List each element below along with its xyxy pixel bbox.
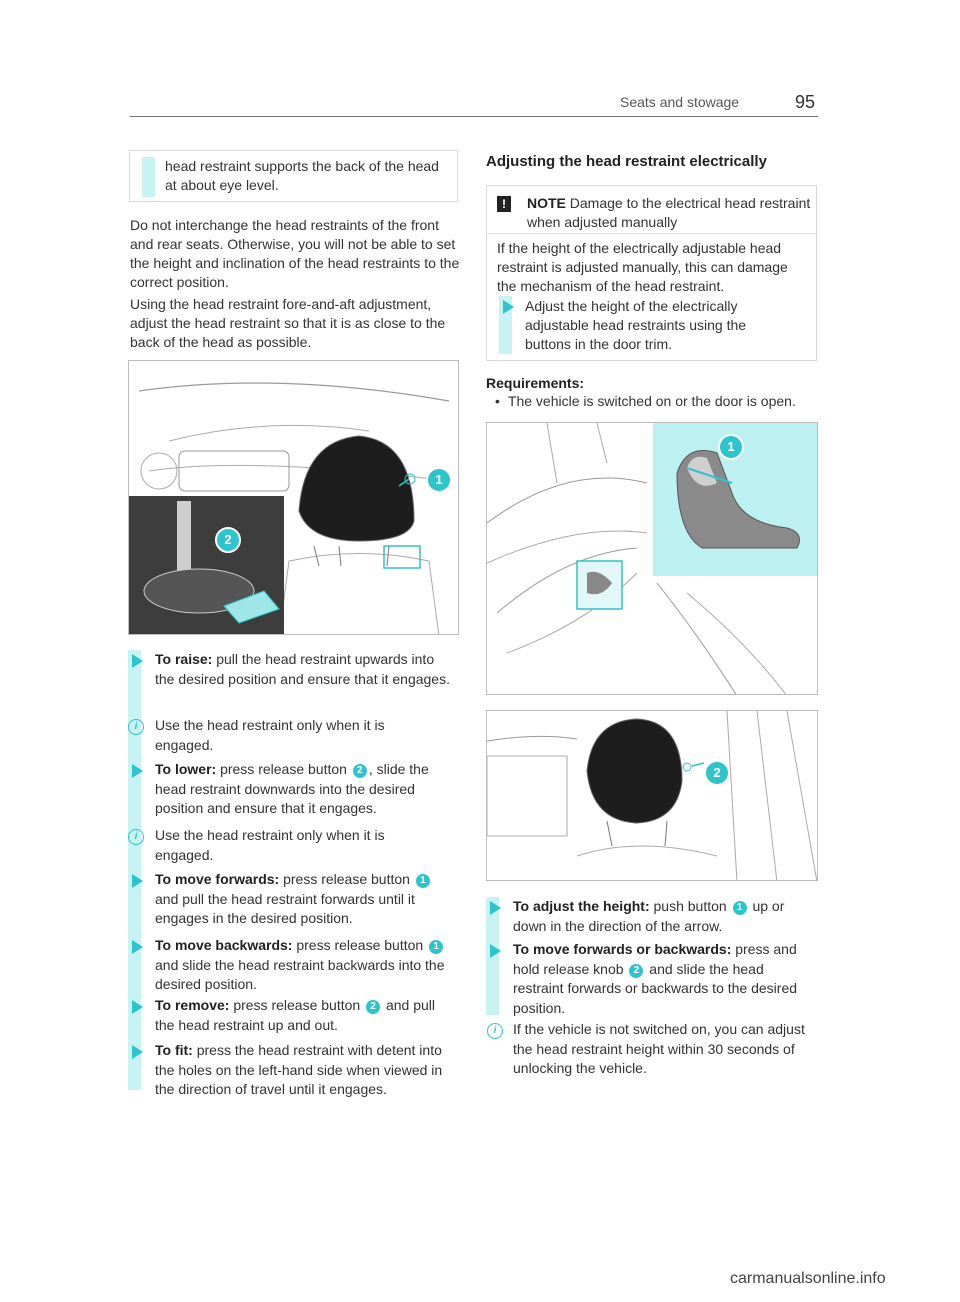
- button-2-badge: 2: [366, 1000, 381, 1014]
- warning-icon: !: [497, 196, 511, 212]
- source-watermark-link[interactable]: carmanualsonline.info: [730, 1270, 886, 1287]
- button-1-badge: 1: [415, 874, 430, 888]
- step-arrow-icon: [132, 874, 143, 888]
- step-arrow-icon: [132, 940, 143, 954]
- requirement-item: •The vehicle is switched on or the door …: [495, 393, 796, 409]
- notice-divider: [487, 233, 816, 234]
- knob-2-badge: 2: [629, 963, 644, 978]
- notice-heading: NOTE Damage to the electrical head restr…: [527, 195, 811, 230]
- notice-body: If the height of the electrically adjust…: [497, 240, 788, 294]
- step-arrow-icon: [503, 300, 514, 314]
- step-arrow-icon: [132, 654, 143, 668]
- callout-1: 1: [718, 434, 744, 460]
- step-adjust-height: To adjust the height: push button 1 up o…: [513, 898, 785, 934]
- info-icon: i: [128, 829, 144, 845]
- step-raise: To raise: pull the head restraint upward…: [155, 651, 450, 687]
- step-arrow-icon: [490, 901, 501, 915]
- button-1-badge: 1: [732, 901, 747, 915]
- info-icon: i: [487, 1023, 503, 1039]
- section-title: Adjusting the head restraint electricall…: [486, 153, 767, 170]
- step-move-backwards: To move backwards: press release button …: [155, 937, 445, 992]
- step-move-forwards-backwards: To move forwards or backwards: press and…: [513, 941, 798, 1016]
- info-engaged-1: Use the head restraint only when it is e…: [155, 717, 385, 753]
- callout-2: 2: [215, 527, 241, 553]
- info-30-seconds: If the vehicle is not switched on, you c…: [513, 1021, 805, 1076]
- button-2-badge: 2: [352, 764, 367, 778]
- headrestraint-illustration: [129, 382, 450, 634]
- step-remove: To remove: press release button 2 and pu…: [155, 997, 436, 1033]
- paragraph-fore-aft: Using the head restraint fore-and-aft ad…: [130, 296, 446, 350]
- running-header-title: Seats and stowage: [620, 94, 740, 110]
- headrestraint-figure: 1 2: [128, 360, 459, 635]
- release-knob-figure: 2: [486, 710, 818, 881]
- door-trim-figure: 1: [486, 422, 818, 695]
- steps-highlight-bar: [128, 650, 141, 1090]
- page-number: 95: [795, 92, 816, 112]
- requirements-title: Requirements:: [486, 375, 585, 391]
- paragraph-interchange: Do not interchange the head restraints o…: [130, 217, 460, 290]
- door-trim-illustration: [487, 423, 817, 694]
- step-move-forwards: To move forwards: press release button 1…: [155, 870, 455, 929]
- notice-box: ! NOTE Damage to the electrical head res…: [486, 185, 817, 361]
- callout-2: 2: [704, 760, 730, 786]
- release-knob-illustration: [487, 711, 817, 880]
- step-lower: To lower: press release button 2, slide …: [155, 761, 429, 816]
- info-icon: i: [128, 719, 144, 735]
- step-fit: To fit: press the head restraint with de…: [155, 1042, 443, 1097]
- notice-action: Adjust the height of the electrically ad…: [525, 298, 747, 352]
- intro-text: head restraint supports the back of the …: [165, 158, 439, 193]
- step-arrow-icon: [132, 1045, 143, 1059]
- intro-box: head restraint supports the back of the …: [129, 150, 458, 202]
- step-arrow-icon: [132, 1000, 143, 1014]
- button-1-badge: 1: [429, 940, 444, 954]
- header-divider: [130, 116, 818, 117]
- info-engaged-2: Use the head restraint only when it is e…: [155, 827, 385, 863]
- callout-1: 1: [426, 467, 452, 493]
- step-arrow-icon: [132, 764, 143, 778]
- intro-bar: [142, 157, 155, 197]
- step-arrow-icon: [490, 944, 501, 958]
